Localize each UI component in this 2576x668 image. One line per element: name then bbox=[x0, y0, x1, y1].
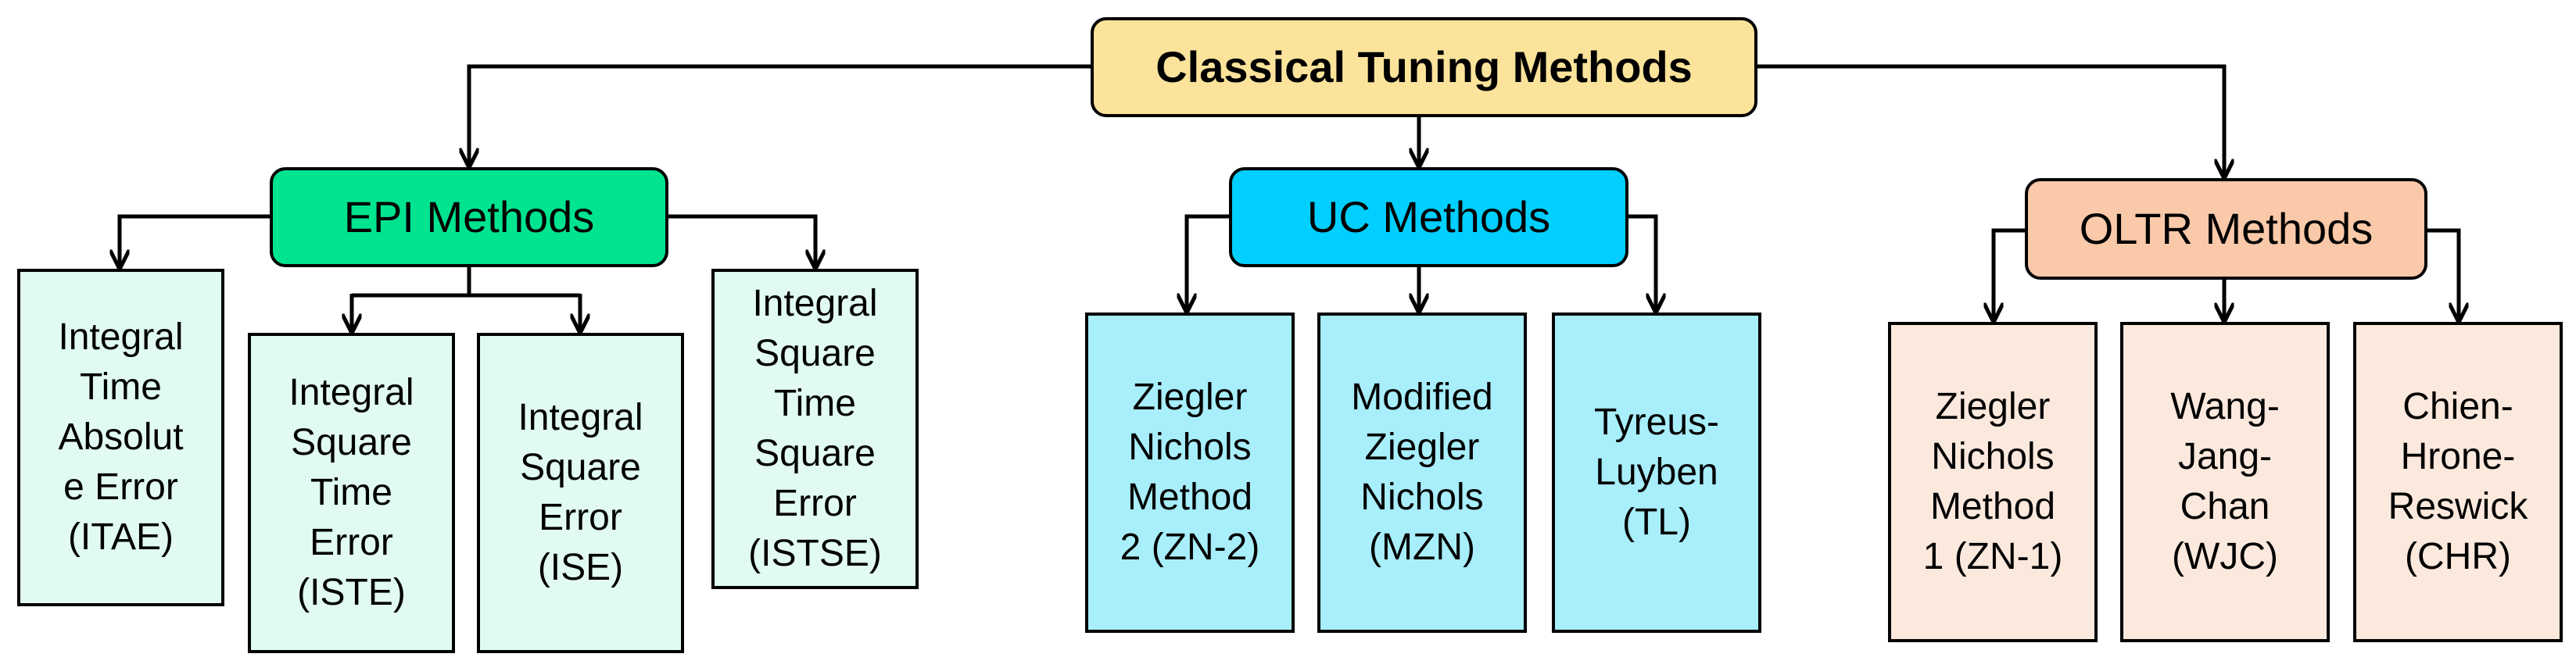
leaf-chr: Chien- Hrone- Reswick (CHR) bbox=[2353, 322, 2563, 642]
category-oltr-methods: OLTR Methods bbox=[2025, 178, 2427, 280]
category-epi-label: EPI Methods bbox=[343, 192, 595, 242]
arrow-root-to-oltr bbox=[1757, 64, 2224, 177]
arrow-epi-to-istse bbox=[668, 214, 815, 267]
leaf-zn2: Ziegler Nichols Method 2 (ZN-2) bbox=[1085, 313, 1295, 633]
root-label: Classical Tuning Methods bbox=[1155, 42, 1693, 92]
category-oltr-label: OLTR Methods bbox=[2079, 204, 2374, 254]
leaf-zn2-label: Ziegler Nichols Method 2 (ZN-2) bbox=[1120, 377, 1260, 568]
arrow-oltr-to-zn1 bbox=[1994, 228, 2025, 320]
leaf-iste: Integral Square Time Error (ISTE) bbox=[248, 333, 455, 653]
arrow-epi-to-itae bbox=[120, 214, 270, 267]
leaf-ise: Integral Square Error (ISE) bbox=[477, 333, 684, 653]
root-node: Classical Tuning Methods bbox=[1091, 17, 1757, 117]
leaf-istse-label: Integral Square Time Square Error (ISTSE… bbox=[748, 283, 882, 574]
category-epi-methods: EPI Methods bbox=[270, 167, 668, 267]
arrow-epi-to-iste-ise bbox=[352, 266, 580, 298]
arrow-root-to-epi bbox=[469, 64, 1091, 166]
category-uc-methods: UC Methods bbox=[1229, 167, 1628, 267]
arrow-oltr-to-chr bbox=[2427, 228, 2459, 320]
leaf-zn1: Ziegler Nichols Method 1 (ZN-1) bbox=[1888, 322, 2098, 642]
arrow-uc-to-zn2 bbox=[1187, 214, 1229, 311]
leaf-iste-label: Integral Square Time Error (ISTE) bbox=[288, 372, 414, 613]
leaf-mzn: Modified Ziegler Nichols (MZN) bbox=[1317, 313, 1527, 633]
leaf-tl-label: Tyreus- Luyben (TL) bbox=[1593, 402, 1720, 543]
leaf-istse: Integral Square Time Square Error (ISTSE… bbox=[711, 269, 919, 589]
leaf-tl: Tyreus- Luyben (TL) bbox=[1552, 313, 1761, 633]
leaf-ise-label: Integral Square Error (ISE) bbox=[518, 397, 643, 588]
leaf-wjc: Wang- Jang- Chan (WJC) bbox=[2120, 322, 2330, 642]
leaf-itae: Integral Time Absolut e Error (ITAE) bbox=[17, 269, 224, 606]
leaf-zn1-label: Ziegler Nichols Method 1 (ZN-1) bbox=[1922, 386, 2063, 577]
leaf-mzn-label: Modified Ziegler Nichols (MZN) bbox=[1351, 377, 1493, 568]
category-uc-label: UC Methods bbox=[1306, 192, 1551, 242]
leaf-chr-label: Chien- Hrone- Reswick (CHR) bbox=[2388, 386, 2528, 577]
arrow-uc-to-tl bbox=[1628, 214, 1656, 311]
leaf-itae-label: Integral Time Absolut e Error (ITAE) bbox=[58, 316, 184, 558]
leaf-wjc-label: Wang- Jang- Chan (WJC) bbox=[2170, 386, 2280, 577]
